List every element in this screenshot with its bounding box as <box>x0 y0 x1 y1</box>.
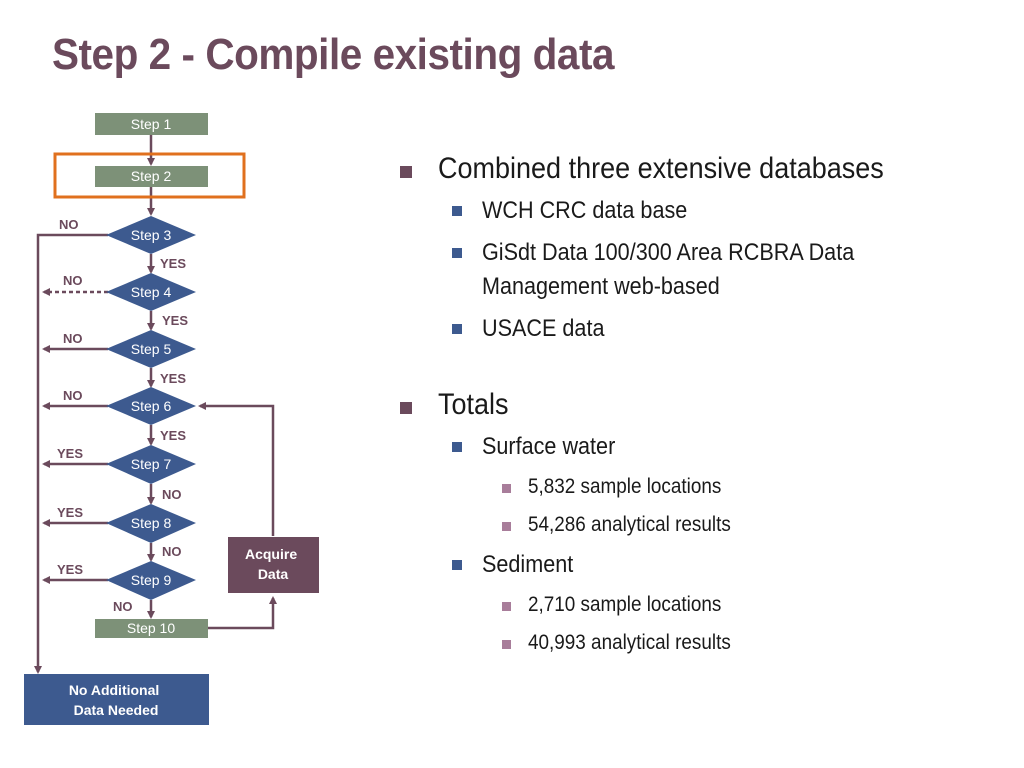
label-step9-yes: YES <box>57 562 83 577</box>
bullet-sw-locations: 5,832 sample locations <box>398 472 998 502</box>
arrow-step3-no-to-end <box>34 233 108 674</box>
step9-diamond <box>106 561 196 600</box>
label-step7-no: NO <box>162 487 182 502</box>
square-bullet-icon <box>502 602 511 611</box>
bullet-gisdt: GiSdt Data 100/300 Area RCBRA Data Manag… <box>398 236 912 304</box>
step4-label: Step 4 <box>131 284 172 300</box>
acquire-data-label: Acquire Data <box>245 546 301 582</box>
step10-label: Step 10 <box>127 620 175 636</box>
label-step5-yes: YES <box>160 371 186 386</box>
bullet-totals: Totals <box>398 388 998 422</box>
label-step3-no: NO <box>59 217 79 232</box>
bullet-combined-databases: Combined three extensive databases <box>398 152 998 186</box>
arrow-acquire-step6 <box>198 402 275 536</box>
bullet-usace: USACE data <box>398 312 912 346</box>
step5-label: Step 5 <box>131 341 172 357</box>
bullet-sed-results: 40,993 analytical results <box>398 628 998 658</box>
step4-diamond <box>106 273 196 311</box>
step3-diamond <box>106 216 196 254</box>
step1-box <box>95 113 208 135</box>
square-bullet-icon <box>502 522 511 531</box>
acquire-data-line-1: Acquire <box>245 546 297 562</box>
square-bullet-icon <box>400 166 412 178</box>
step7-diamond <box>106 445 196 484</box>
arrow-step10-acquire <box>208 596 277 630</box>
square-bullet-icon <box>452 248 462 258</box>
square-bullet-icon <box>452 560 462 570</box>
label-step5-no: NO <box>63 331 83 346</box>
square-bullet-icon <box>452 442 462 452</box>
step2-box <box>95 166 208 187</box>
no-additional-data-box <box>24 674 209 725</box>
bullet-sediment: Sediment <box>398 548 912 582</box>
step10-box <box>95 619 208 638</box>
bullet-wch-crc: WCH CRC data base <box>398 194 912 228</box>
page-title: Step 2 - Compile existing data <box>52 30 615 79</box>
step6-label: Step 6 <box>131 398 172 414</box>
step8-diamond <box>106 504 196 543</box>
label-step3-yes: YES <box>160 256 186 271</box>
label-step6-no: NO <box>63 388 83 403</box>
label-step4-no: NO <box>63 273 83 288</box>
bullet-sed-locations: 2,710 sample locations <box>398 590 998 620</box>
acquire-data-box <box>228 537 319 593</box>
step7-label: Step 7 <box>131 456 172 472</box>
step6-diamond <box>106 387 196 425</box>
square-bullet-icon <box>502 484 511 493</box>
no-additional-line-2: Data Needed <box>74 702 159 718</box>
no-additional-data-label: No Additional Data Needed <box>69 682 163 718</box>
square-bullet-icon <box>452 324 462 334</box>
square-bullet-icon <box>452 206 462 216</box>
step9-label: Step 9 <box>131 572 172 588</box>
square-bullet-icon <box>502 640 511 649</box>
bullet-surface-water: Surface water <box>398 430 912 464</box>
bullet-sw-results: 54,286 analytical results <box>398 510 998 540</box>
acquire-data-line-2: Data <box>258 566 289 582</box>
square-bullet-icon <box>400 402 412 414</box>
label-step8-yes: YES <box>57 505 83 520</box>
step8-label: Step 8 <box>131 515 172 531</box>
label-step7-yes: YES <box>57 446 83 461</box>
step2-label: Step 2 <box>131 168 172 184</box>
label-step4-yes: YES <box>162 313 188 328</box>
bullet-list: Combined three extensive databases WCH C… <box>398 152 998 658</box>
step5-diamond <box>106 330 196 368</box>
no-additional-line-1: No Additional <box>69 682 159 698</box>
step1-label: Step 1 <box>131 116 172 132</box>
step2-highlight <box>53 152 246 199</box>
flowchart: Step 1 Step 2 Step 10 Step 3 Step 4 Step… <box>24 113 319 725</box>
label-step8-no: NO <box>162 544 182 559</box>
label-step9-no: NO <box>113 599 133 614</box>
label-step6-yes: YES <box>160 428 186 443</box>
step3-label: Step 3 <box>131 227 172 243</box>
